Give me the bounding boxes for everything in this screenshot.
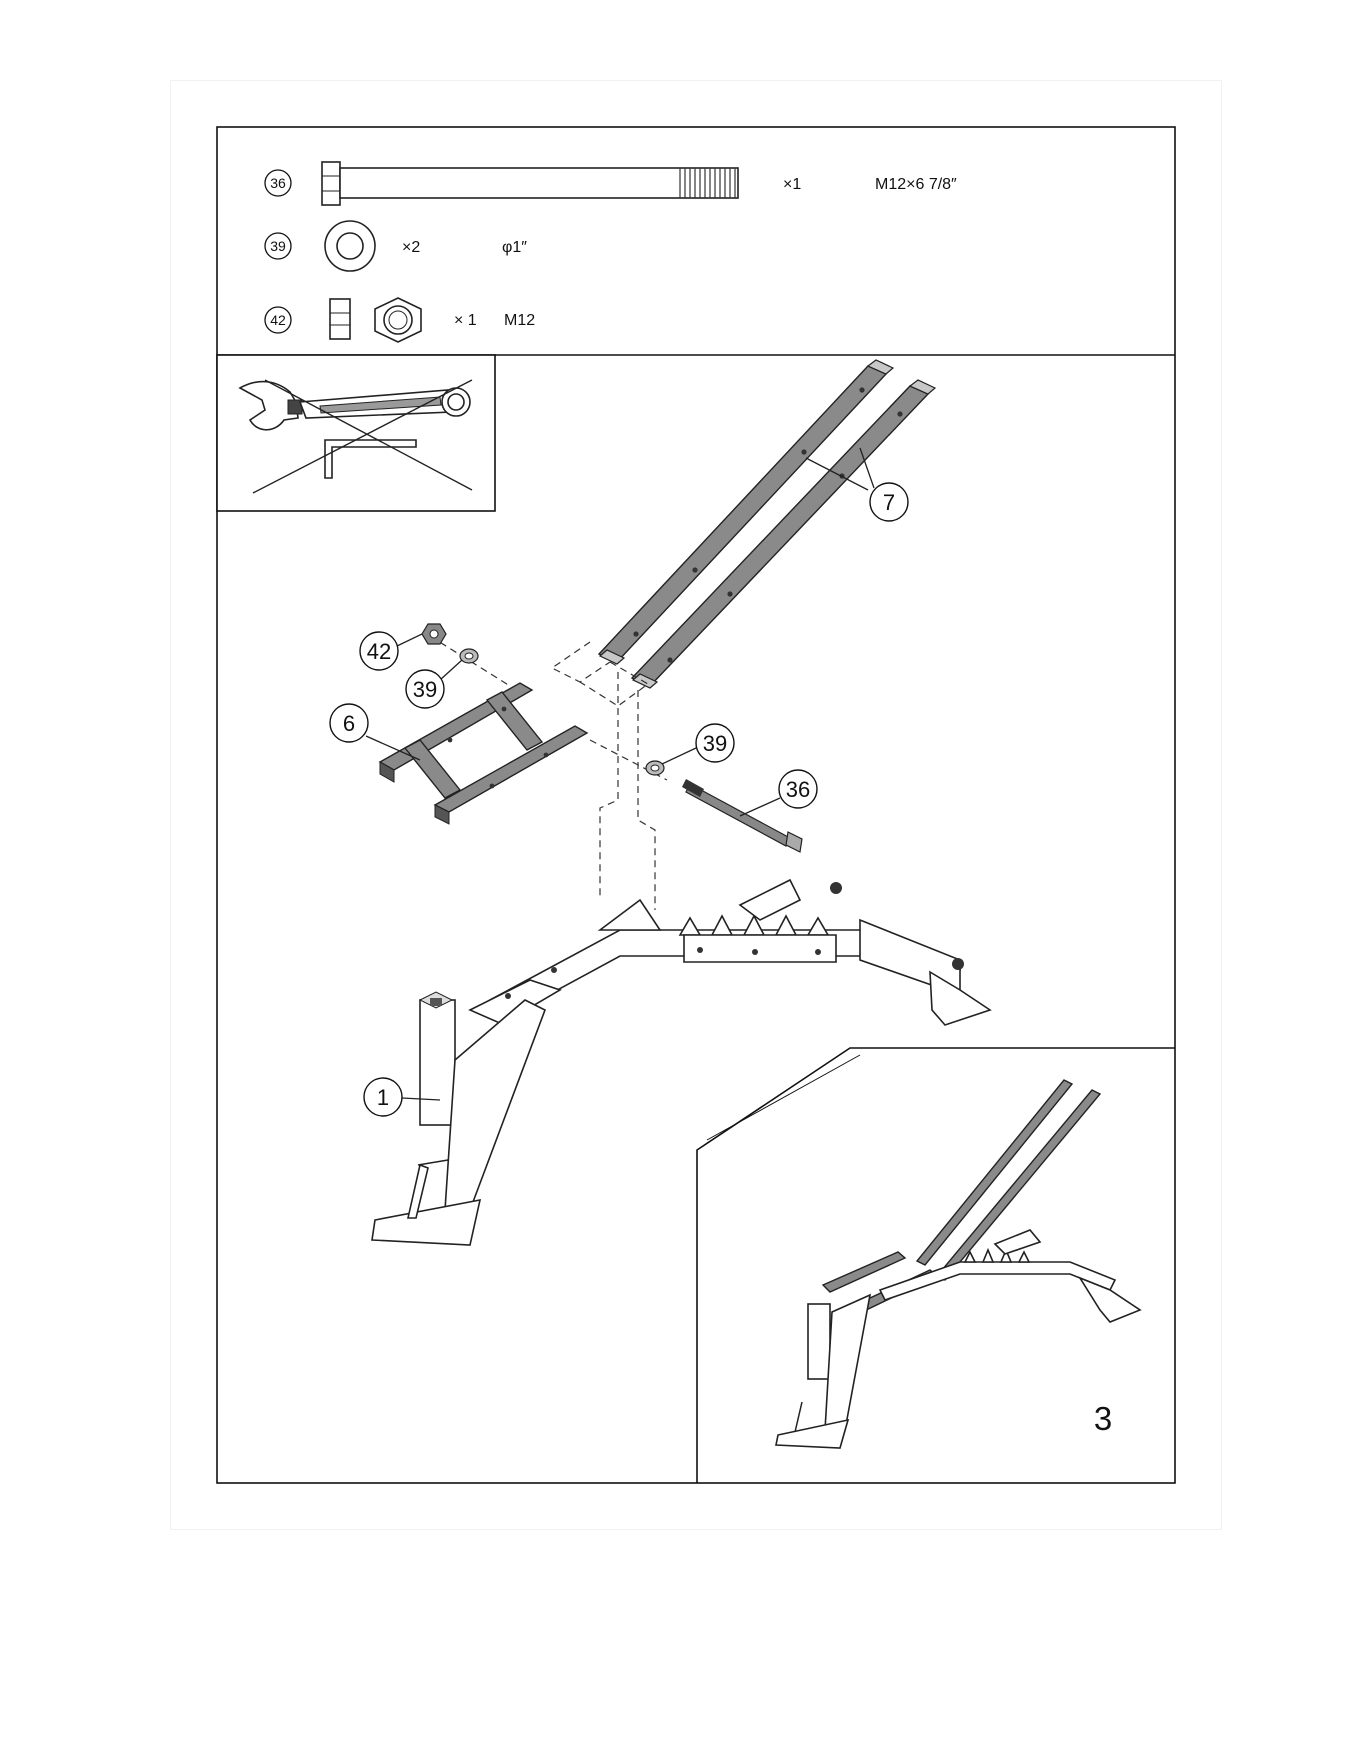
parts-row-washer: 39 ×2 φ1″ [265,221,527,271]
step-number: 3 [1094,1400,1112,1437]
hex-nut-part [422,624,446,644]
washer-icon [325,221,375,271]
part-number: 42 [270,312,286,328]
callout-label: 39 [703,731,727,756]
part-spec: M12×6 7/8″ [875,176,957,193]
callout-nut: 42 [360,632,422,670]
parts-row-nut: 42 × 1 M12 [265,298,535,342]
callout-label: 6 [343,711,355,736]
callout-label: 39 [413,677,437,702]
wrench-and-allen-key-icon [217,355,495,511]
callout-washer-left: 39 [406,660,462,708]
callout-label: 36 [786,777,810,802]
callout-label: 1 [377,1085,389,1110]
part-quantity: ×1 [783,176,801,193]
callout-label: 7 [883,490,895,515]
part-spec: M12 [504,312,535,329]
washer-part-left [460,649,478,663]
part-quantity: ×2 [402,239,420,256]
assembled-result-inset: 3 [697,1048,1175,1483]
part-spec: φ1″ [502,239,527,256]
part-number: 39 [270,238,286,254]
hex-nut-icon [330,298,421,342]
assembly-guide-lines [430,636,667,910]
part-quantity: × 1 [454,312,477,329]
callout-bolt: 36 [740,770,817,816]
crossbar-frame [380,683,587,824]
parts-row-bolt: 36 ×1 M12×6 7/8″ [265,162,957,205]
base-frame [372,880,990,1245]
diagram-border [217,127,1175,1483]
callout-label: 42 [367,639,391,664]
upright-tubes [599,360,935,688]
part-number: 36 [270,175,286,191]
hex-bolt-icon [322,162,738,205]
washer-part-right [646,761,664,775]
callout-washer-right: 39 [662,724,734,764]
